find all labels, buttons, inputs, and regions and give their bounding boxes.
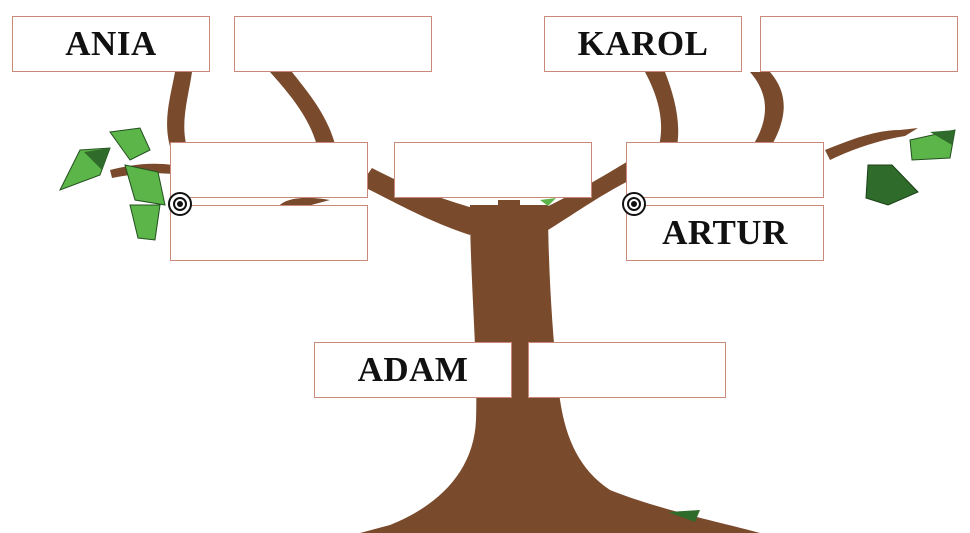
parent-box-left-bottom[interactable] (170, 205, 368, 261)
ring-icon (168, 192, 192, 216)
tree-trunk (110, 72, 918, 533)
parent-box-middle[interactable] (394, 142, 592, 198)
parent-box-artur[interactable]: ARTUR (626, 205, 824, 261)
grandparent-box-karol[interactable]: KAROL (544, 16, 742, 72)
parent-box-right-top[interactable] (626, 142, 824, 198)
child-box-adam[interactable]: ADAM (314, 342, 512, 398)
grandparent-box-left-partner[interactable] (234, 16, 432, 72)
grandparent-name-karol: KAROL (577, 24, 709, 63)
grandparent-box-right-partner[interactable] (760, 16, 958, 72)
grandparent-name-ania: ANIA (65, 24, 157, 63)
leaves (58, 127, 956, 522)
ring-icon (622, 192, 646, 216)
grandparent-box-ania[interactable]: ANIA (12, 16, 210, 72)
child-box-partner[interactable] (528, 342, 726, 398)
parent-box-left-top[interactable] (170, 142, 368, 198)
child-name-adam: ADAM (357, 350, 469, 389)
parent-name-artur: ARTUR (662, 213, 788, 252)
